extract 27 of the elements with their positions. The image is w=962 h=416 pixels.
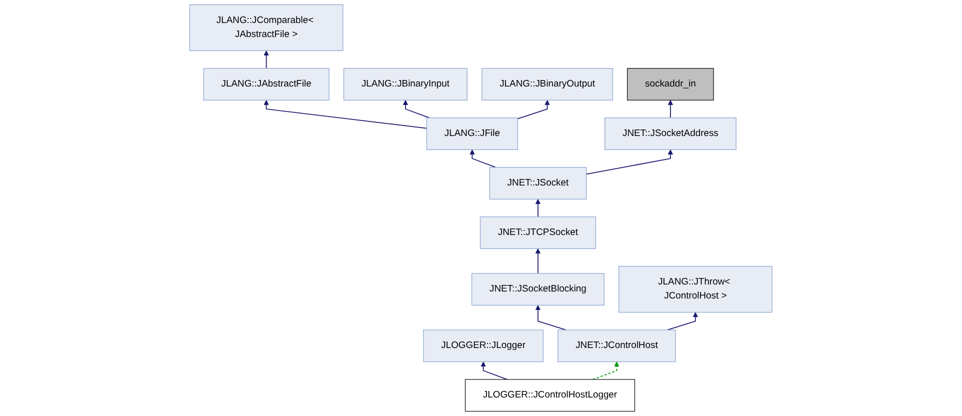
node-box: sockaddr_in — [627, 68, 714, 100]
arrow — [536, 198, 541, 218]
arrow — [264, 100, 428, 129]
arrow — [592, 362, 620, 380]
node-box: JLANG::JAbstractFile — [203, 68, 330, 100]
node-box: JNET::JSocketBlocking — [472, 273, 605, 306]
arrow — [586, 149, 674, 175]
node-box: JLANG::JBinaryInput — [344, 68, 468, 100]
arrow — [480, 362, 508, 380]
arrow — [470, 149, 496, 168]
node-box: JLANG::JBinaryOutput — [482, 68, 614, 100]
arrow — [536, 304, 567, 330]
arrow — [403, 100, 430, 118]
node-box: JLANG::JThrow< JControlHost > — [618, 266, 772, 313]
arrow — [668, 100, 674, 118]
arrow — [667, 312, 698, 330]
node-box: JLANG::JFile — [426, 118, 518, 150]
arrow — [517, 100, 550, 120]
node-box: JNET::JTCPSocket — [480, 216, 596, 249]
arrow — [536, 248, 541, 274]
node-box: JNET::JSocketAddress — [604, 118, 736, 150]
node-box: JNET::JControlHost — [558, 330, 676, 362]
node-box: JLOGGER::JLogger — [423, 330, 544, 362]
node-box: JNET::JSocket — [489, 167, 587, 200]
node-box: JLOGGER::JControlHostLogger — [465, 379, 636, 412]
arrow — [264, 50, 270, 69]
node-box: JLANG::JComparable< JAbstractFile > — [190, 4, 344, 51]
